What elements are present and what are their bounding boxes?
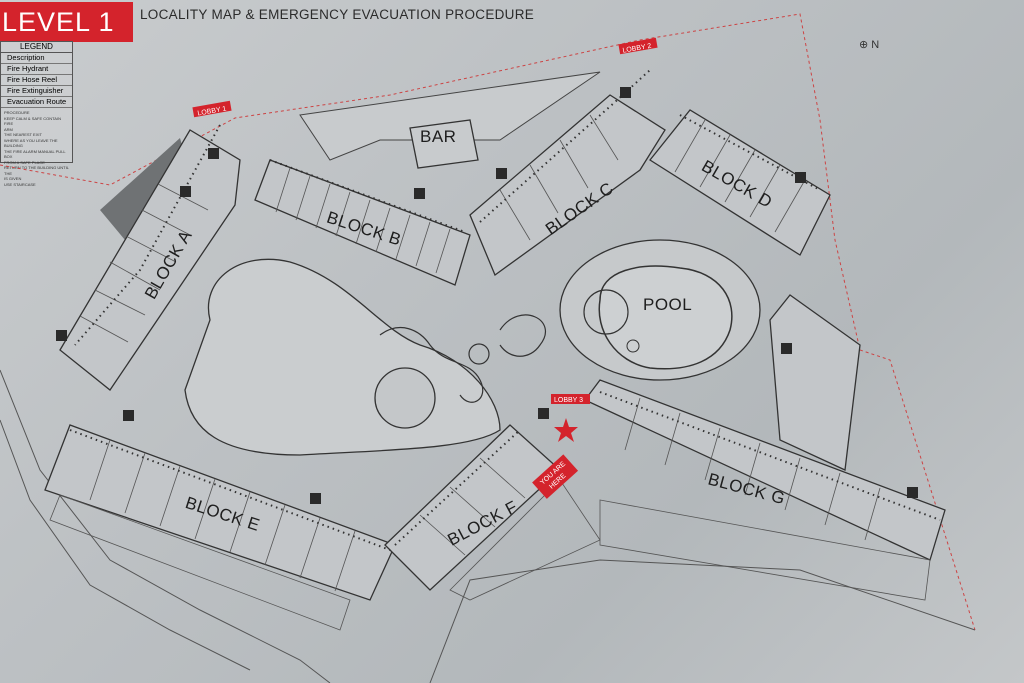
north-label: N (871, 39, 880, 51)
road-edge (0, 369, 331, 683)
north-indicator: ⊕ N (859, 39, 880, 51)
legend-row-fire-hose-reel: Fire Hose Reel (1, 75, 72, 86)
procedure-note: THE NEAREST EXIT (4, 132, 42, 137)
procedure-note: THE FIRE ALARM MANUAL PULL BOX (4, 148, 66, 160)
east-wing (769, 294, 861, 471)
garden-path (379, 326, 484, 403)
legend: LEGEND Description Fire Hydrant Fire Hos… (0, 41, 73, 187)
legend-row-fire-hydrant: Fire Hydrant (1, 64, 72, 75)
block-a (59, 129, 241, 391)
legend-title: LEGEND (1, 42, 72, 53)
fire-equipment-markers (56, 87, 918, 504)
level-label: LEVEL 1 (0, 2, 133, 42)
courtyard-lawn (184, 258, 501, 456)
bar-label: BAR (420, 127, 456, 146)
block-d (649, 109, 831, 256)
block-c (469, 94, 666, 277)
legend-row-description: Description (1, 53, 72, 64)
parking-bays (49, 479, 931, 631)
procedure-note: PROCEDURE (4, 110, 30, 115)
garden-path (499, 314, 547, 357)
road-edge (429, 559, 976, 683)
lobby-3-tag: LOBBY 3 (551, 394, 590, 404)
lobby-3-label: LOBBY 3 (554, 397, 583, 404)
you-are-here-star-icon (554, 418, 578, 442)
procedure-note: FROM A SAFE PLACE (4, 159, 45, 165)
feature-ring (468, 343, 490, 365)
round-lawn (374, 367, 436, 429)
procedure-note: IS GIVEN (4, 176, 22, 181)
pool-island (583, 289, 629, 335)
legend-row-fire-extinguisher: Fire Extinguisher (1, 86, 72, 97)
procedure-note: USE STAIRCASE (4, 181, 36, 187)
pool (598, 265, 733, 370)
lobby-2-label: LOBBY 2 (622, 43, 652, 55)
block-g (583, 379, 946, 561)
page-title: LOCALITY MAP & EMERGENCY EVACUATION PROC… (140, 7, 535, 22)
legend-row-evacuation-route: Evacuation Route (1, 97, 72, 108)
legend-procedure-notes: PROCEDURE KEEP CALM & SAFE CONTAIN FIRE … (1, 108, 72, 189)
procedure-note: RETURN TO THE BUILDING UNTIL THE (4, 165, 69, 176)
block-f (384, 424, 561, 591)
pool-label: POOL (643, 295, 692, 314)
lobby-1-tag: LOBBY 1 (192, 100, 232, 118)
procedure-note: WHERE AS YOU LEAVE THE BUILDING (4, 137, 58, 149)
procedure-note: KEEP CALM & SAFE CONTAIN FIRE (4, 115, 61, 127)
block-b (254, 159, 471, 286)
lobby-1-label: LOBBY 1 (197, 106, 227, 118)
pool-island (626, 339, 640, 353)
dark-plot (100, 138, 190, 240)
lobby-2-tag: LOBBY 2 (618, 37, 658, 55)
bar-building (409, 119, 479, 169)
road-edge (0, 419, 251, 671)
procedure-note: ARM (4, 126, 13, 132)
